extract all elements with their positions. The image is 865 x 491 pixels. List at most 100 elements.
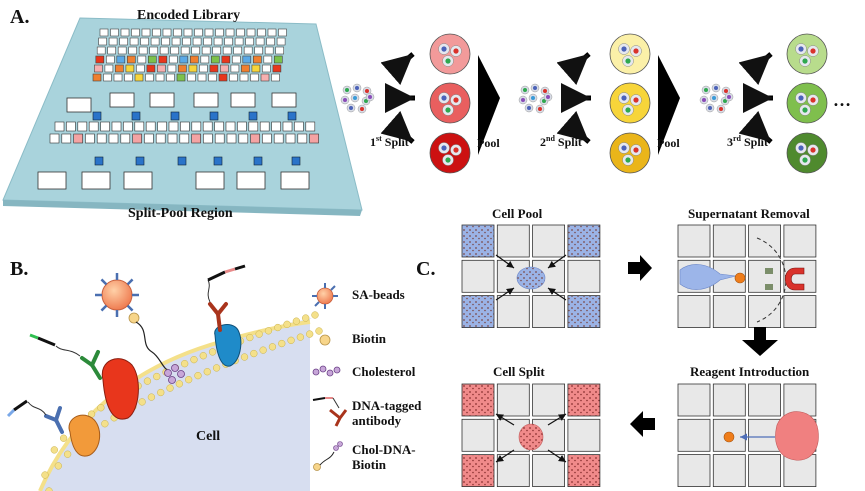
library-cell	[182, 37, 191, 46]
flow-arrow	[495, 449, 515, 463]
streptavidin-spike	[126, 304, 134, 312]
cell-nucleus	[702, 98, 706, 102]
microchamber	[61, 133, 72, 144]
microchamber	[294, 121, 304, 132]
cell-nucleus	[810, 48, 816, 54]
microchamber	[191, 133, 201, 144]
valve	[291, 156, 301, 166]
flow-arrow	[495, 413, 515, 426]
lipid-head	[203, 368, 211, 376]
library-cell	[155, 73, 165, 82]
chamber	[712, 224, 746, 258]
split-pool-flow	[340, 33, 828, 174]
library-cell	[224, 37, 233, 46]
cell-nucleus	[441, 95, 447, 101]
library-cell	[96, 46, 106, 55]
step-arrow-right	[628, 255, 652, 281]
microchamber	[238, 133, 249, 144]
chamber	[783, 224, 817, 258]
cell-split-title: Cell Split	[493, 364, 545, 379]
cell-nucleus	[798, 95, 804, 101]
valve	[287, 111, 297, 121]
pool-2-label: Pool	[657, 136, 680, 150]
lipid-head	[50, 446, 58, 454]
cell-nucleus	[527, 106, 531, 110]
library-cell	[158, 55, 168, 64]
chamber	[783, 383, 817, 417]
biotin-dot	[128, 312, 140, 324]
flow-arrow	[495, 287, 515, 301]
cell-nucleus	[365, 89, 369, 93]
library-cell	[128, 46, 137, 55]
library-cell	[115, 64, 124, 73]
reservoir-chamber	[230, 92, 256, 108]
microchamber	[85, 133, 95, 144]
cell-nucleus	[621, 46, 627, 52]
valve	[135, 156, 145, 166]
chamber	[677, 454, 711, 488]
microchamber	[309, 133, 319, 144]
lipid-head	[45, 487, 53, 491]
library-cell	[129, 37, 139, 46]
microchamber	[179, 133, 190, 144]
panel-c-chambers	[461, 224, 819, 488]
encoded-library-grid	[92, 28, 287, 82]
library-cell	[203, 37, 212, 46]
chamber	[461, 454, 495, 488]
cell-nucleus	[546, 95, 550, 99]
well	[609, 132, 651, 174]
library-cell	[169, 55, 178, 64]
magnet-icon	[784, 267, 805, 291]
microchamber	[120, 133, 131, 144]
flow-arrow	[547, 254, 567, 269]
membrane-protein-orange	[68, 414, 101, 457]
antibody-red	[208, 302, 228, 332]
microchamber	[250, 133, 260, 144]
library-cell	[220, 64, 229, 73]
library-cell	[188, 64, 198, 73]
library-cell	[167, 64, 177, 73]
split-arrow	[738, 52, 773, 86]
library-cell	[266, 37, 275, 46]
library-cell	[152, 28, 161, 37]
lipid-head	[199, 352, 207, 360]
valve	[177, 156, 187, 166]
cell-nucleus	[798, 46, 804, 52]
lipid-head	[296, 333, 305, 341]
split-3-label: 3rd Split	[727, 134, 769, 149]
cell-nucleus	[453, 147, 459, 153]
lipid-head	[41, 471, 49, 479]
library-cell	[125, 64, 135, 73]
microchamber	[144, 133, 154, 144]
well	[609, 82, 651, 124]
outlet-chamber	[81, 171, 111, 190]
microchamber	[96, 133, 107, 144]
microchamber	[248, 121, 259, 132]
library-cell	[179, 55, 189, 64]
microchamber	[262, 133, 272, 144]
antibody-green	[80, 350, 102, 380]
chamber	[532, 295, 565, 329]
flow-arrow	[547, 287, 567, 301]
well	[429, 33, 471, 75]
library-cell	[239, 73, 249, 82]
lipid-head	[59, 434, 68, 442]
library-cell	[212, 46, 221, 55]
cell-nucleus	[621, 95, 627, 101]
flow-arrow	[495, 254, 515, 269]
magnet-pole	[765, 284, 773, 290]
supernatant-removal-title: Supernatant Removal	[688, 206, 810, 221]
microchamber	[168, 121, 179, 132]
lipid-head	[54, 462, 62, 470]
step-arrow-down	[742, 327, 778, 356]
magnet-pole	[765, 268, 773, 274]
valve	[170, 111, 180, 121]
library-cell	[136, 64, 145, 73]
library-cell	[187, 73, 196, 82]
library-cell	[140, 37, 149, 46]
library-cell	[262, 64, 271, 73]
chamber	[567, 418, 601, 452]
library-cell	[276, 37, 286, 46]
reservoir-chamber	[193, 92, 219, 108]
